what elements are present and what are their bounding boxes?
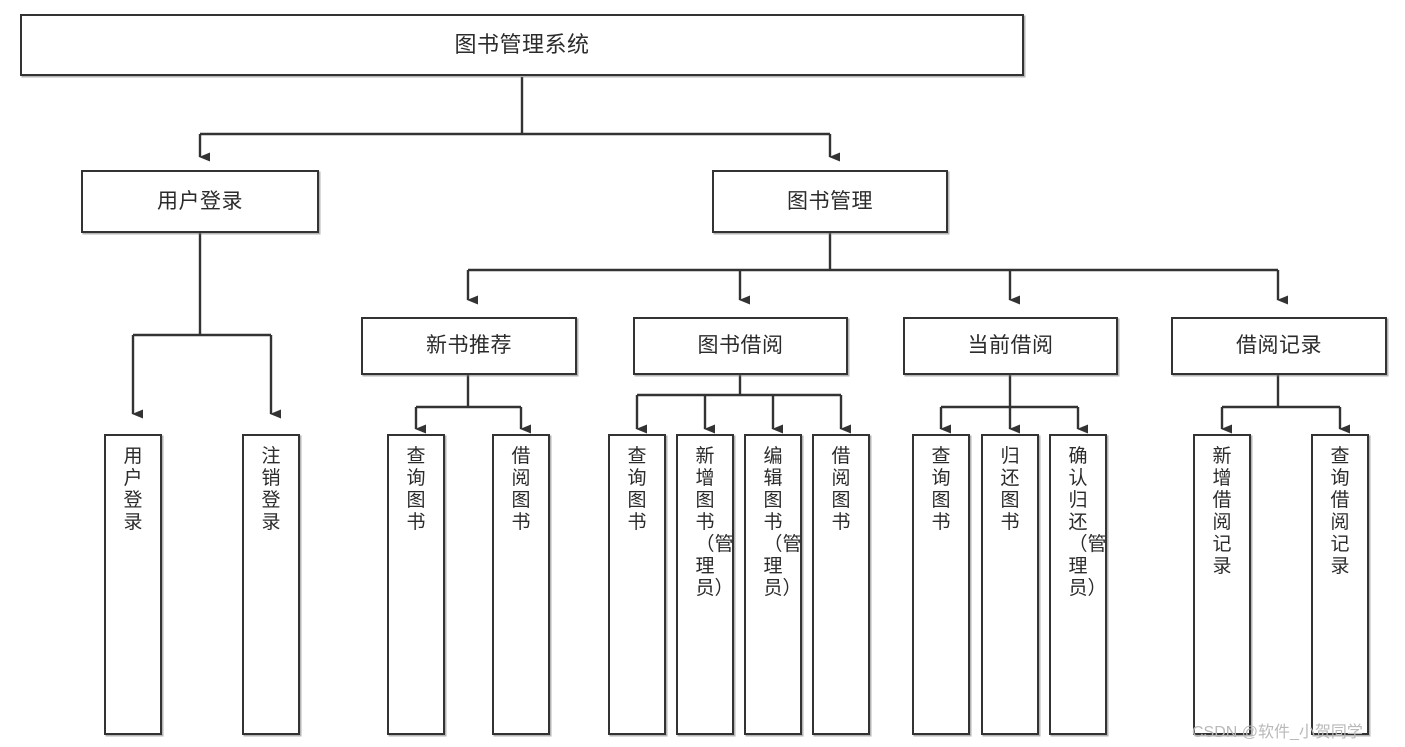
leaf-current-borrow-query-book[interactable]: 查询图书 [912, 434, 970, 735]
node-label: 编辑图书（管理员） [763, 446, 802, 600]
node-current-borrow[interactable]: 当前借阅 [903, 317, 1118, 375]
leaf-book-borrow-borrow-book[interactable]: 借阅图书 [812, 434, 870, 735]
leaf-book-borrow-edit-book-admin[interactable]: 编辑图书（管理员） [744, 434, 802, 735]
node-root-library-system[interactable]: 图书管理系统 [20, 14, 1024, 76]
node-label: 新增图书（管理员） [695, 446, 734, 600]
leaf-user-login-logout[interactable]: 注销登录 [242, 434, 300, 735]
node-label: 借阅记录 [1236, 334, 1322, 358]
node-label: 归还图书 [1000, 446, 1020, 534]
node-label: 注销登录 [261, 446, 281, 534]
node-book-borrow[interactable]: 图书借阅 [633, 317, 848, 375]
leaf-user-login-login[interactable]: 用户登录 [104, 434, 162, 735]
node-label: 借阅图书 [511, 446, 531, 534]
node-label: 图书借阅 [697, 334, 784, 358]
csdn-watermark: CSDN @软件_小贺同学 [1192, 724, 1363, 741]
node-label: 查询借阅记录 [1330, 446, 1350, 578]
node-book-management[interactable]: 图书管理 [712, 170, 948, 233]
leaf-current-borrow-return-book[interactable]: 归还图书 [981, 434, 1039, 735]
node-label: 借阅图书 [831, 446, 851, 534]
leaf-new-book-query-book[interactable]: 查询图书 [387, 434, 445, 735]
node-label: 查询图书 [627, 446, 647, 534]
node-label: 图书管理系统 [454, 31, 590, 57]
node-user-login[interactable]: 用户登录 [81, 170, 319, 233]
node-label: 用户登录 [123, 446, 143, 534]
node-borrow-record[interactable]: 借阅记录 [1171, 317, 1387, 375]
leaf-book-borrow-add-book-admin[interactable]: 新增图书（管理员） [676, 434, 734, 735]
leaf-book-borrow-query-book[interactable]: 查询图书 [608, 434, 666, 735]
node-label: 当前借阅 [967, 334, 1054, 358]
node-label: 确认归还（管理员） [1068, 446, 1107, 600]
node-label: 图书管理 [787, 189, 873, 213]
node-label: 查询图书 [931, 446, 951, 534]
node-label: 查询图书 [406, 446, 426, 534]
leaf-current-borrow-confirm-return-admin[interactable]: 确认归还（管理员） [1049, 434, 1107, 735]
leaf-borrow-record-add-record[interactable]: 新增借阅记录 [1193, 434, 1251, 735]
node-label: 新增借阅记录 [1212, 446, 1232, 578]
node-label: 新书推荐 [426, 334, 512, 358]
leaf-borrow-record-query-record[interactable]: 查询借阅记录 [1311, 434, 1369, 735]
leaf-new-book-borrow-book[interactable]: 借阅图书 [492, 434, 550, 735]
node-label: 用户登录 [157, 189, 243, 213]
node-new-book-recommend[interactable]: 新书推荐 [361, 317, 577, 375]
